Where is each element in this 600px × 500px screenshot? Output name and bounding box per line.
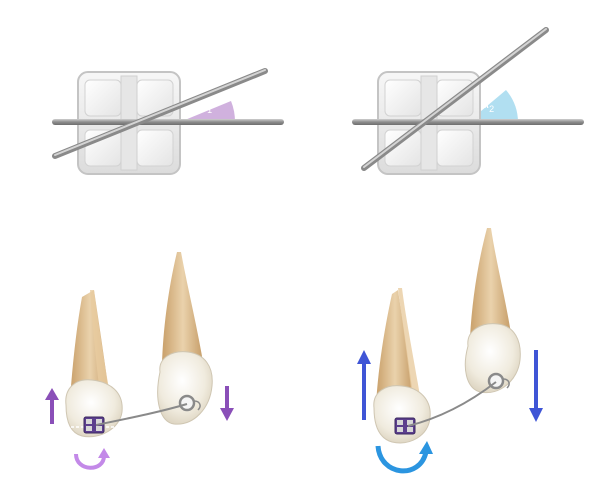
tooth-icon [157,252,213,427]
intrusion-arrow-icon [529,350,543,422]
left-bracket-panel: α1 [52,68,284,175]
rotation-arrow-icon [375,441,433,474]
intrusion-arrow-icon [220,386,234,421]
left-teeth-panel [45,252,234,470]
tooth-icon [464,228,521,394]
archwire-icon [352,27,584,171]
extrusion-arrow-icon [357,350,371,420]
archwire-icon [407,381,497,427]
archwire-icon [52,68,284,159]
rotation-arrow-icon [74,448,110,470]
angle-sector-alpha1 [180,101,236,122]
archwire-icon [95,403,188,426]
right-teeth-panel [357,228,543,474]
right-bracket-panel: α2 [352,27,584,175]
tooth-icon [373,288,431,444]
angle-label-alpha2: α2 [481,95,494,114]
extrusion-arrow-icon [45,388,59,424]
tooth-icon [65,290,126,438]
angle-label-alpha1: α1 [199,96,212,115]
